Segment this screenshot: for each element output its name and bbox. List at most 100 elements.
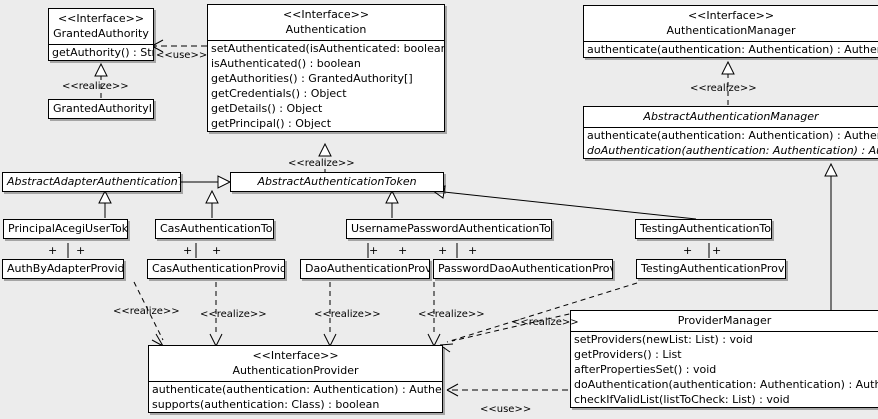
class-header: ProviderManager xyxy=(571,311,878,331)
operation: getDetails() : Object xyxy=(211,102,323,115)
operation: doAuthentication(authentication: Authent… xyxy=(587,144,878,157)
association-plus: + xyxy=(76,244,86,257)
class-abstract-adapter-authentication-token[interactable]: AbstractAdapterAuthenticationToken xyxy=(2,172,181,192)
class-header: PasswordDaoAuthenticationProvider xyxy=(434,260,612,278)
operations-compartment: authenticate(authentication: Authenticat… xyxy=(584,41,878,57)
class-header: <<Interface>> AuthenticationManager xyxy=(584,6,878,41)
association-plus: + xyxy=(48,244,58,257)
operations-compartment: authenticate(authentication: Authenticat… xyxy=(149,381,442,412)
class-header: AbstractAuthenticationManager xyxy=(584,107,878,127)
class-password-dao-authentication-provider[interactable]: PasswordDaoAuthenticationProvider xyxy=(433,259,613,279)
class-auth-by-adapter-provider[interactable]: AuthByAdapterProvider xyxy=(2,259,124,279)
association-plus: + xyxy=(683,244,693,257)
edge-label-realize-abstract-authentication-token: <<realize>> xyxy=(288,158,355,169)
class-name: AuthenticationManager xyxy=(666,24,796,37)
class-username-password-authentication-token[interactable]: UsernamePasswordAuthenticationToken xyxy=(346,219,552,239)
association-plus: + xyxy=(712,244,722,257)
class-name: DaoAuthenticationProvider xyxy=(305,262,430,275)
edge-label-use-provider-manager: <<use>> xyxy=(480,404,532,415)
operation: getPrincipal() : Object xyxy=(211,117,332,130)
stereotype-label: <<Interface>> xyxy=(282,8,370,21)
operation: getAuthorities() : GrantedAuthority[] xyxy=(211,72,413,85)
class-authentication-manager[interactable]: <<Interface>> AuthenticationManager auth… xyxy=(583,5,878,58)
edge-label-use-granted-authority: <<use>> xyxy=(156,50,208,61)
class-header: CasAuthenticationProvider xyxy=(148,260,284,278)
edge-label-realize-password-dao-provider: <<realize>> xyxy=(418,309,485,320)
edge-label-realize-cas-provider: <<realize>> xyxy=(200,309,267,320)
class-header: GrantedAuthorityImpl xyxy=(49,100,153,118)
class-name: TestingAuthenticationToken xyxy=(640,222,772,235)
operation: isAuthenticated() : boolean xyxy=(211,57,361,70)
class-header: <<Interface>> AuthenticationProvider xyxy=(149,346,442,381)
operation: getProviders() : List xyxy=(574,348,682,361)
operation: authenticate(authentication: Authenticat… xyxy=(587,43,878,56)
association-plus: + xyxy=(369,244,379,257)
operation: setAuthenticated(isAuthenticated: boolea… xyxy=(211,42,444,55)
operation: setProviders(newList: List) : void xyxy=(574,333,753,346)
class-name: TestingAuthenticationProvider xyxy=(641,262,785,275)
class-header: TestingAuthenticationToken xyxy=(636,220,771,238)
operation: doAuthentication(authentication: Authent… xyxy=(574,378,878,391)
class-granted-authority[interactable]: <<Interface>> GrantedAuthority getAuthor… xyxy=(48,8,154,61)
class-name: CasAuthenticationToken xyxy=(160,222,273,235)
class-cas-authentication-provider[interactable]: CasAuthenticationProvider xyxy=(147,259,285,279)
operation: supports(authentication: Class) : boolea… xyxy=(152,398,380,411)
operations-compartment: setAuthenticated(isAuthenticated: boolea… xyxy=(208,40,444,131)
operation: afterPropertiesSet() : void xyxy=(574,363,717,376)
class-name: AbstractAuthenticationToken xyxy=(257,175,417,188)
class-header: DaoAuthenticationProvider xyxy=(301,260,429,278)
class-authentication-provider[interactable]: <<Interface>> AuthenticationProvider aut… xyxy=(148,345,443,413)
class-name: AbstractAuthenticationManager xyxy=(643,110,819,123)
operation: checkIfValidList(listToCheck: List) : vo… xyxy=(574,393,790,406)
association-plus: + xyxy=(398,244,408,257)
edge-label-realize-granted-authority-impl: <<realize>> xyxy=(62,81,129,92)
association-plus: + xyxy=(183,244,193,257)
class-name: GrantedAuthority xyxy=(53,27,149,40)
class-provider-manager[interactable]: ProviderManager setProviders(newList: Li… xyxy=(570,310,878,408)
operations-compartment: getAuthority() : String xyxy=(49,44,153,60)
operation: authenticate(authentication: Authenticat… xyxy=(587,129,878,142)
operation: authenticate(authentication: Authenticat… xyxy=(152,383,442,396)
class-name: AuthByAdapterProvider xyxy=(7,262,124,275)
class-header: AbstractAuthenticationToken xyxy=(231,173,443,191)
class-cas-authentication-token[interactable]: CasAuthenticationToken xyxy=(155,219,274,239)
class-abstract-authentication-token[interactable]: AbstractAuthenticationToken xyxy=(230,172,444,192)
class-header: CasAuthenticationToken xyxy=(156,220,273,238)
operations-compartment: authenticate(authentication: Authenticat… xyxy=(584,127,878,158)
class-dao-authentication-provider[interactable]: DaoAuthenticationProvider xyxy=(300,259,430,279)
edge-label-realize-auth-by-adapter: <<realize>> xyxy=(113,306,180,317)
class-name: AuthenticationProvider xyxy=(232,364,359,377)
association-plus: + xyxy=(468,244,478,257)
class-header: UsernamePasswordAuthenticationToken xyxy=(347,220,551,238)
class-name: PrincipalAcegiUserToken xyxy=(8,222,128,235)
class-name: ProviderManager xyxy=(677,314,772,327)
stereotype-label: <<Interface>> xyxy=(687,9,775,22)
class-header: TestingAuthenticationProvider xyxy=(637,260,785,278)
class-name: PasswordDaoAuthenticationProvider xyxy=(438,262,612,275)
edge-label-realize-testing-provider: <<realize>> xyxy=(512,317,579,328)
class-header: <<Interface>> GrantedAuthority xyxy=(49,9,153,44)
class-authentication[interactable]: <<Interface>> Authentication setAuthenti… xyxy=(207,4,445,132)
class-header: <<Interface>> Authentication xyxy=(208,5,444,40)
class-testing-authentication-provider[interactable]: TestingAuthenticationProvider xyxy=(636,259,786,279)
class-testing-authentication-token[interactable]: TestingAuthenticationToken xyxy=(635,219,772,239)
class-principal-acegi-user-token[interactable]: PrincipalAcegiUserToken xyxy=(3,219,128,239)
operations-compartment: setProviders(newList: List) : void getPr… xyxy=(571,331,878,407)
class-name: Authentication xyxy=(285,23,367,36)
stereotype-label: <<Interface>> xyxy=(252,349,339,362)
class-name: UsernamePasswordAuthenticationToken xyxy=(351,222,552,235)
association-plus: + xyxy=(438,244,448,257)
stereotype-label: <<Interface>> xyxy=(57,12,145,25)
class-name: GrantedAuthorityImpl xyxy=(53,102,153,115)
association-plus: + xyxy=(212,244,222,257)
class-granted-authority-impl[interactable]: GrantedAuthorityImpl xyxy=(48,99,154,119)
class-abstract-authentication-manager[interactable]: AbstractAuthenticationManager authentica… xyxy=(583,106,878,159)
operation: getCredentials() : Object xyxy=(211,87,347,100)
edge-label-realize-abstract-authentication-manager: <<realize>> xyxy=(690,83,757,94)
class-header: PrincipalAcegiUserToken xyxy=(4,220,127,238)
class-name: CasAuthenticationProvider xyxy=(152,262,285,275)
edge-label-realize-dao-provider: <<realize>> xyxy=(314,309,381,320)
class-header: AbstractAdapterAuthenticationToken xyxy=(3,173,180,191)
operation: getAuthority() : String xyxy=(52,46,153,59)
